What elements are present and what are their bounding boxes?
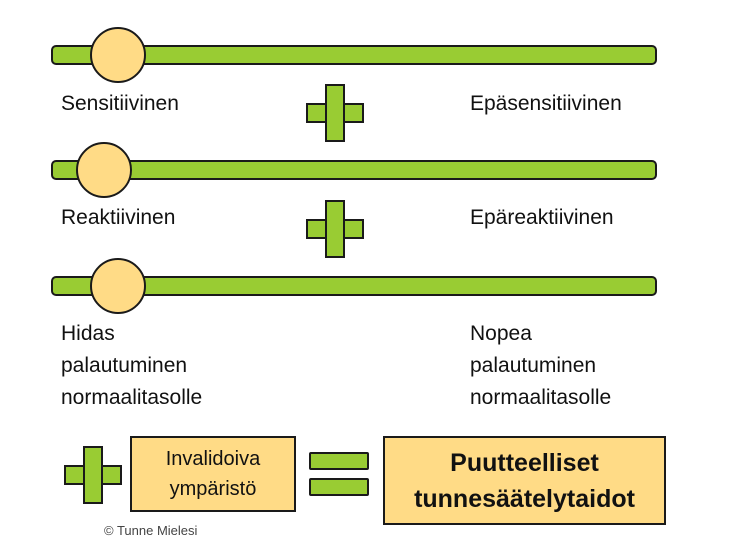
row-2-left-label: Reaktiivinen (61, 206, 176, 229)
row-2-right-label: Epäreaktiivinen (470, 206, 614, 229)
row-1-right-label: Epäsensitiivinen (470, 92, 622, 115)
slider-knob-3 (90, 258, 146, 314)
equals-icon (309, 452, 369, 498)
slider-knob-2 (76, 142, 132, 198)
slider-track-1 (51, 45, 657, 65)
copyright-text: © Tunne Mielesi (104, 523, 198, 538)
plus-icon-1 (306, 84, 364, 142)
row-1-left-label: Sensitiivinen (61, 92, 179, 115)
row-3-left-label: Hidas palautuminen normaalitasolle (61, 322, 203, 409)
slider-track-2 (51, 160, 657, 180)
environment-box: Invalidoiva ympäristö (130, 436, 296, 512)
row-3-right-label: Nopea palautuminen normaalitasolle (470, 322, 612, 409)
result-box: Puutteelliset tunnesäätelytaidot (383, 436, 666, 525)
plus-icon-2 (306, 200, 364, 258)
slider-track-3 (51, 276, 657, 296)
slider-knob-1 (90, 27, 146, 83)
plus-icon-3 (64, 446, 122, 504)
